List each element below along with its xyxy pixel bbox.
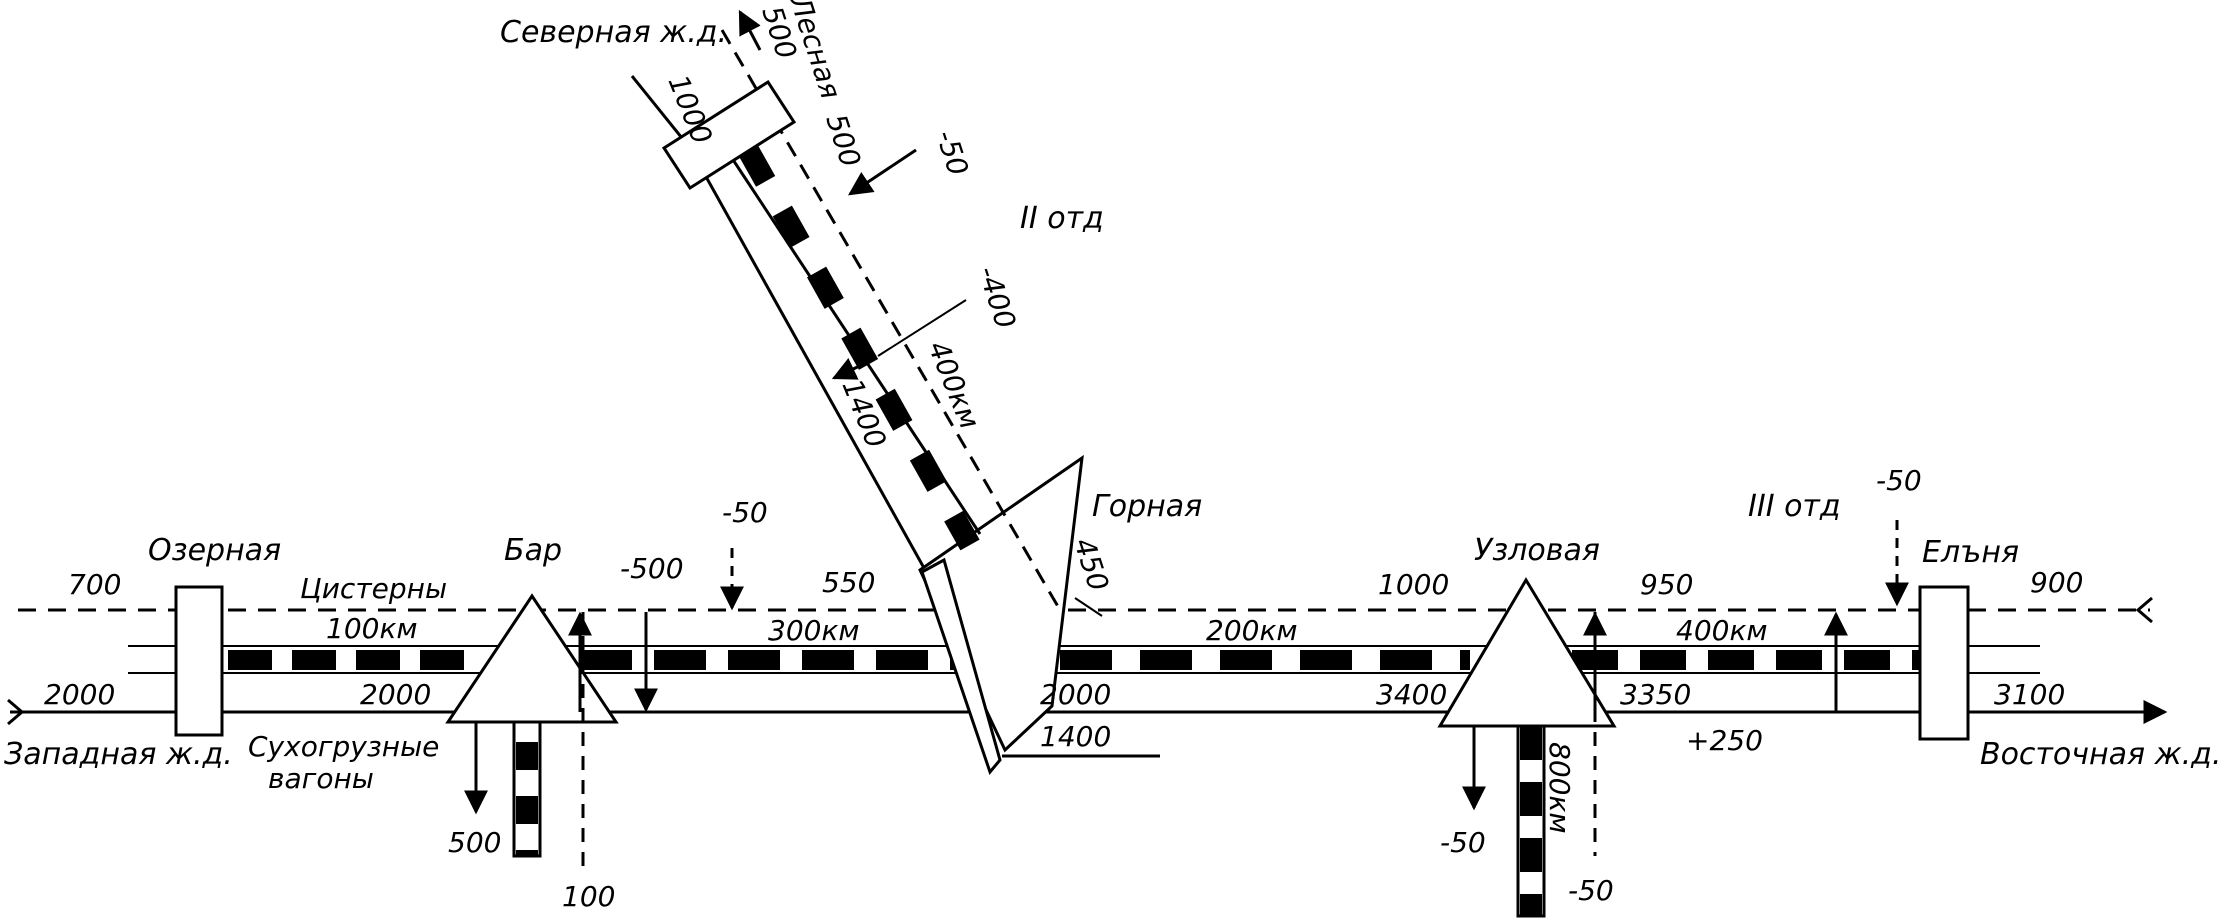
label-east-3100: 3100 [1994, 678, 2065, 711]
label-station-bar: Бар [504, 533, 562, 568]
label-bar-2000: 2000 [360, 678, 431, 711]
label-minus-500: -500 [620, 552, 684, 585]
label-east-900: 900 [2030, 566, 2083, 599]
gornaya-450-line [1074, 597, 1103, 617]
label-uz-3400: 3400 [1376, 678, 1447, 711]
label-gornaya-450: 450 [1067, 534, 1115, 595]
label-north-distance: 400км [922, 336, 987, 433]
north-branch-left-edge [688, 147, 926, 569]
north-top-arrow [738, 9, 762, 51]
label-station-elnya: Елъня [1922, 535, 2019, 570]
label-north-minus-400: -400 [971, 262, 1022, 333]
north-1400-arrow [831, 357, 869, 380]
north-branch-dashes [738, 144, 980, 551]
station-ozernaya-box [174, 585, 224, 737]
label-top-minus-50: -50 [722, 496, 768, 529]
label-east-minus-50: -50 [1876, 464, 1922, 497]
label-north-1000: 1000 [662, 70, 719, 148]
label-north-railway: Северная ж.д. [500, 15, 727, 50]
label-west-2000: 2000 [44, 678, 115, 711]
label-uz-3350: 3350 [1620, 678, 1691, 711]
label-uz-minus-50-left: -50 [1440, 826, 1486, 859]
label-uz-950: 950 [1640, 568, 1693, 601]
label-station-ozernaya: Озерная [148, 533, 281, 568]
label-north-minus-50: -50 [929, 126, 975, 180]
west-start-arrow [7, 698, 25, 726]
label-north-500: 500 [819, 110, 867, 171]
north-minus-400-line [877, 299, 967, 357]
east-end-arrow-open [2135, 596, 2153, 624]
north-minus-50-arrow [848, 148, 917, 196]
label-dist-uz-eln: 400км [1676, 614, 1767, 647]
label-west-railway: Западная ж.д. [4, 737, 233, 772]
label-dist-gor-uz: 200км [1206, 614, 1297, 647]
gornaya-branch-strip [920, 557, 1002, 776]
label-gornaya-1400: 1400 [1040, 720, 1111, 753]
label-dist-bar-uz: 300км [768, 614, 859, 647]
label-bar-100: 100 [562, 880, 615, 913]
label-station-uzlovaya: Узловая [1474, 533, 1600, 568]
label-bar-500: 500 [448, 826, 501, 859]
label-uz-1000: 1000 [1378, 568, 1449, 601]
label-uz-minus-50-right: -50 [1568, 874, 1614, 907]
label-division-second: II отд [1020, 201, 1104, 236]
label-west-700: 700 [68, 568, 121, 601]
label-division-third: III отд [1748, 489, 1841, 524]
label-cargo-dry-2: вагоны [268, 762, 374, 795]
label-cargo-tanks: Цистерны [300, 572, 447, 605]
label-dist-oz-bar: 100км [326, 612, 417, 645]
label-mid-550: 550 [822, 566, 875, 599]
station-elnya-box [1918, 585, 1970, 741]
label-uz-plus-250: +250 [1686, 724, 1763, 757]
label-east-railway: Восточная ж.д. [1980, 737, 2221, 772]
label-dist-south-branch: 800км [1543, 742, 1576, 833]
label-station-gornaya: Горная [1092, 489, 1202, 524]
label-gornaya-2000: 2000 [1040, 678, 1111, 711]
station-lesnaya-box [661, 79, 797, 191]
label-cargo-dry-1: Сухогрузные [248, 730, 439, 763]
